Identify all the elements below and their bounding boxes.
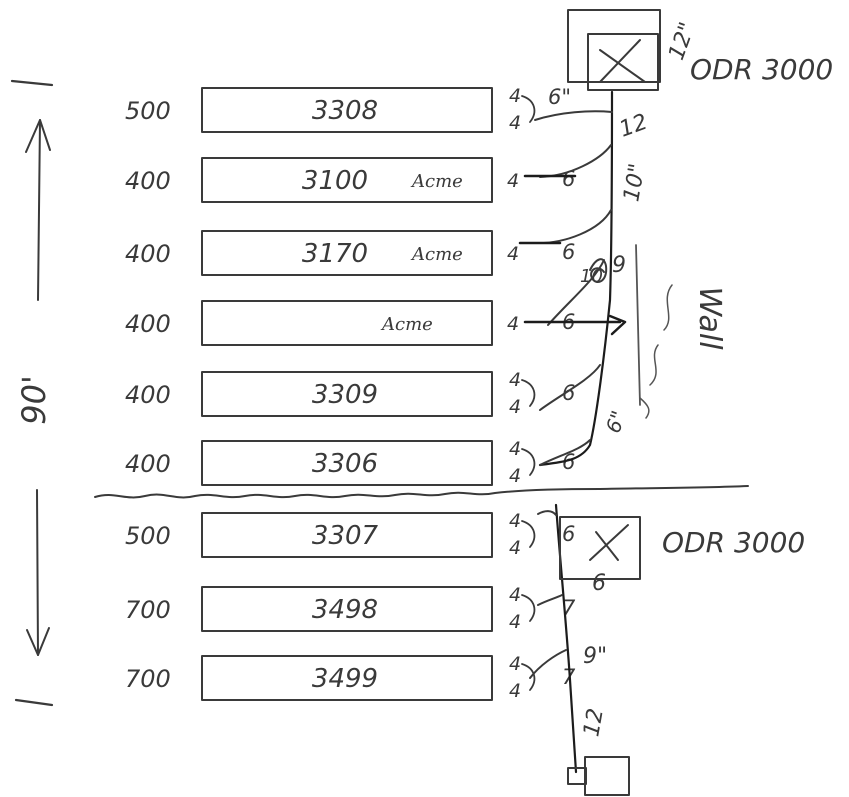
unit-row: 400 3309 4 4 6 — [125, 369, 575, 418]
unit-tap-split — [521, 448, 536, 476]
unit-cfm: 700 — [125, 596, 171, 624]
unit-tap-top: 4 — [509, 584, 521, 606]
unit-row: 400 3306 4 4 6 — [125, 438, 575, 487]
unit-cfm: 400 — [125, 381, 171, 409]
unit-tap-bottom: 4 — [509, 396, 521, 418]
unit-tap-split — [521, 520, 536, 548]
lower-collector-size: 6 — [592, 571, 606, 596]
unit-tap: 4 — [507, 243, 519, 265]
unit-box — [201, 230, 493, 276]
unit-tap-split — [521, 663, 536, 691]
unit-model: 3309 — [312, 380, 378, 410]
upper-main-size-5: 6" — [601, 407, 631, 436]
overall-dimension: 90' — [10, 79, 54, 707]
unit-tap-top: 4 — [509, 438, 521, 460]
unit-tap-top: 4 — [509, 369, 521, 391]
unit-row: 500 3307 4 4 6 — [125, 510, 575, 559]
unit-tap-split — [521, 95, 536, 123]
unit-box — [201, 371, 493, 417]
unit-row: 500 3308 4 4 6" — [125, 85, 571, 134]
upper-collector: ODR 3000 12" — [567, 9, 833, 91]
upper-main-size-2: 10" — [619, 162, 650, 204]
unit-cfm: 700 — [125, 665, 171, 693]
lower-main-size-2: 12 — [579, 707, 608, 739]
unit-model: 3308 — [312, 96, 378, 126]
wall: Wall — [635, 244, 727, 419]
lower-main-size-1: 9" — [583, 644, 607, 669]
lower-main-sizes: 9" 12 — [579, 644, 608, 738]
unit-box — [201, 655, 493, 701]
branch-size: 6 — [562, 240, 575, 264]
overall-length-label: 90' — [15, 375, 53, 425]
unit-model: 3307 — [312, 521, 379, 551]
unit-model: 3306 — [312, 449, 378, 479]
unit-box — [201, 300, 493, 346]
bottom-end-box — [567, 756, 630, 796]
unit-tap-top: 4 — [509, 510, 521, 532]
unit-box — [201, 586, 493, 632]
unit-brand: Acme — [410, 171, 463, 192]
branch-size: 6" — [548, 85, 571, 109]
unit-cfm: 500 — [125, 97, 171, 125]
unit-tap-bottom: 4 — [509, 112, 521, 134]
unit-model: 3170 — [302, 239, 368, 269]
lower-collector-label: ODR 3000 — [662, 526, 805, 559]
unit-tap: 4 — [507, 170, 519, 192]
unit-row: 400 3170 Acme 4 6 — [125, 230, 575, 276]
unit-cfm: 400 — [125, 450, 171, 478]
unit-tap-bottom: 4 — [509, 611, 521, 633]
unit-brand: Acme — [410, 244, 463, 265]
upper-main-size-3: 9 — [612, 253, 626, 278]
unit-tap-bottom: 4 — [509, 465, 521, 487]
unit-cfm: 400 — [125, 240, 171, 268]
unit-tap-bottom: 4 — [509, 537, 521, 559]
unit-tap-top: 4 — [509, 85, 521, 107]
wall-label: Wall — [692, 286, 727, 350]
upper-main-size-1: 12 — [616, 110, 651, 143]
unit-cfm: 500 — [125, 522, 171, 550]
unit-model: 3499 — [312, 664, 378, 694]
break-line — [94, 485, 749, 499]
unit-cfm: 400 — [125, 167, 171, 195]
unit-model: 3100 — [302, 166, 368, 196]
unit-tap-split — [521, 379, 536, 407]
unit-cfm: 400 — [125, 310, 171, 338]
upper-main-size-4: 10 — [580, 266, 603, 287]
unit-tap: 4 — [507, 313, 519, 335]
upper-main-duct — [518, 90, 627, 467]
branch-size: 6 — [562, 522, 575, 546]
branch-size: 6 — [562, 450, 575, 474]
branch-size: 6 — [562, 381, 575, 405]
unit-tap-bottom: 4 — [509, 680, 521, 702]
unit-box — [201, 87, 493, 133]
lower-collector: ODR 3000 6 — [559, 516, 805, 596]
unit-box — [201, 440, 493, 486]
unit-model: 3498 — [312, 595, 378, 625]
unit-tap-top: 4 — [509, 653, 521, 675]
unit-tap-split — [521, 594, 536, 622]
unit-brand: Acme — [380, 314, 433, 335]
unit-box — [201, 157, 493, 203]
unit-box — [201, 512, 493, 558]
upper-collector-label: ODR 3000 — [690, 53, 833, 86]
